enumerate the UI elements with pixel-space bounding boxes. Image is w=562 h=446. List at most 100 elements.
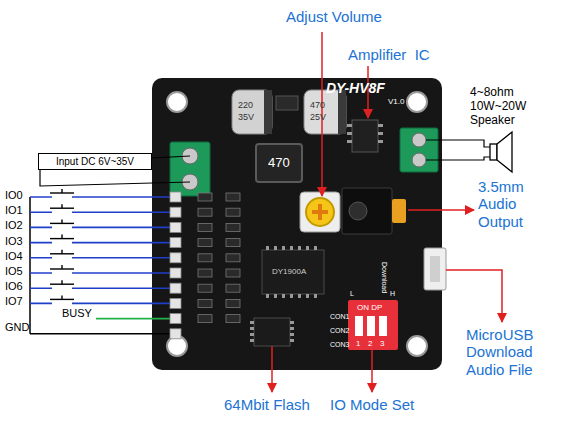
pin-name: BUSY xyxy=(62,307,92,320)
switch-gap xyxy=(52,270,72,276)
pot-slot xyxy=(312,210,328,214)
io-wire xyxy=(30,196,172,198)
speaker-wire xyxy=(426,140,490,147)
chip-pin xyxy=(282,246,285,250)
chip-pin xyxy=(250,333,254,336)
io-wire xyxy=(30,272,172,274)
resistor xyxy=(226,208,240,216)
pin-name: GND xyxy=(5,321,29,334)
node-text: Input DC 6V~35V xyxy=(56,156,134,167)
header-pin xyxy=(170,238,181,248)
chip-pin xyxy=(314,246,317,250)
header-pin xyxy=(170,253,181,263)
chip-pin xyxy=(282,294,285,298)
dip-switch xyxy=(348,300,398,350)
switch-gap xyxy=(52,240,72,246)
pot-knob xyxy=(306,198,334,226)
power-wire xyxy=(40,170,190,186)
capacitor xyxy=(304,90,346,134)
mounting-hole xyxy=(167,92,187,112)
pin-name: IO2 xyxy=(5,219,23,232)
capacitor-stripe xyxy=(264,90,272,134)
resistor xyxy=(226,284,240,292)
chip-pin xyxy=(298,246,301,250)
io-wire xyxy=(30,227,172,229)
flash-chip xyxy=(254,318,290,346)
chip-pin xyxy=(347,140,352,143)
chip-pin xyxy=(274,294,277,298)
resistor xyxy=(226,315,240,323)
chip-marking: DY1900A xyxy=(272,267,306,276)
header-pin xyxy=(170,283,181,293)
pin-name: IO0 xyxy=(5,189,23,202)
switch-gap xyxy=(52,209,72,215)
push-button-stem xyxy=(61,189,62,193)
push-button-stem xyxy=(61,265,62,269)
chip-pin xyxy=(298,294,301,298)
header-pin xyxy=(170,298,181,308)
mounting-hole xyxy=(407,92,427,112)
switch-number: 1 xyxy=(356,339,360,348)
chip-pin xyxy=(290,327,294,330)
resistor xyxy=(198,315,212,323)
io-wire xyxy=(30,211,172,213)
chip-pin xyxy=(378,132,383,135)
capacitor-rating: 35V xyxy=(238,112,254,122)
speaker-cone xyxy=(497,132,512,172)
chip-pin xyxy=(250,339,254,342)
resistor xyxy=(226,254,240,262)
resistor xyxy=(198,223,212,231)
terminal-screw xyxy=(412,133,426,147)
callout-label: IO Mode Set xyxy=(330,396,414,413)
switch-gap xyxy=(52,194,72,200)
chip-pin xyxy=(290,321,294,324)
screw-terminal xyxy=(170,142,210,196)
leader-line xyxy=(371,350,373,392)
dip-slider xyxy=(379,316,387,336)
micro-usb-port xyxy=(424,248,446,290)
board-name: DY-HV8F xyxy=(326,80,385,96)
chip-pin xyxy=(378,140,383,143)
resistor xyxy=(226,239,240,247)
usb-opening xyxy=(430,256,440,282)
chip-pin xyxy=(347,132,352,135)
switch-gap xyxy=(52,285,72,291)
pin-name: IO3 xyxy=(5,235,23,248)
pin-name: IO5 xyxy=(5,265,23,278)
gnd-wire xyxy=(30,333,172,335)
pin-name: IO1 xyxy=(5,204,23,217)
busy-wire xyxy=(96,318,172,320)
pin-name: IO7 xyxy=(5,295,23,308)
resistor xyxy=(226,223,240,231)
terminal-screw xyxy=(412,153,426,167)
pin-name: IO6 xyxy=(5,280,23,293)
chip-pin xyxy=(250,321,254,324)
connector-name: CON3 xyxy=(330,341,349,349)
chip-pin xyxy=(266,246,269,250)
amplifier-chip xyxy=(352,120,378,152)
potentiometer xyxy=(300,192,340,232)
resistor xyxy=(198,239,212,247)
resistor xyxy=(198,269,212,277)
inductor-value: 470 xyxy=(268,156,290,171)
switch-marking: ON DP xyxy=(357,303,382,312)
power-wire xyxy=(152,156,190,158)
capacitor xyxy=(232,90,272,134)
io-wire xyxy=(30,287,172,289)
header-pin xyxy=(170,268,181,278)
capacitor-rating: 25V xyxy=(310,112,326,122)
chip-pin xyxy=(306,294,309,298)
resistor xyxy=(198,208,212,216)
speaker-wire xyxy=(426,157,490,160)
level-mark: H xyxy=(390,290,395,298)
chip-pin xyxy=(290,339,294,342)
resistor xyxy=(198,299,212,307)
capacitor-value: 220 xyxy=(238,100,253,110)
chip-pin xyxy=(274,246,277,250)
decoder-chip xyxy=(262,250,324,294)
connector-name: CON1 xyxy=(330,313,349,321)
header-pin xyxy=(170,222,181,232)
io-wire xyxy=(30,257,172,259)
chip-pin xyxy=(266,294,269,298)
speaker-terminal xyxy=(400,128,438,172)
